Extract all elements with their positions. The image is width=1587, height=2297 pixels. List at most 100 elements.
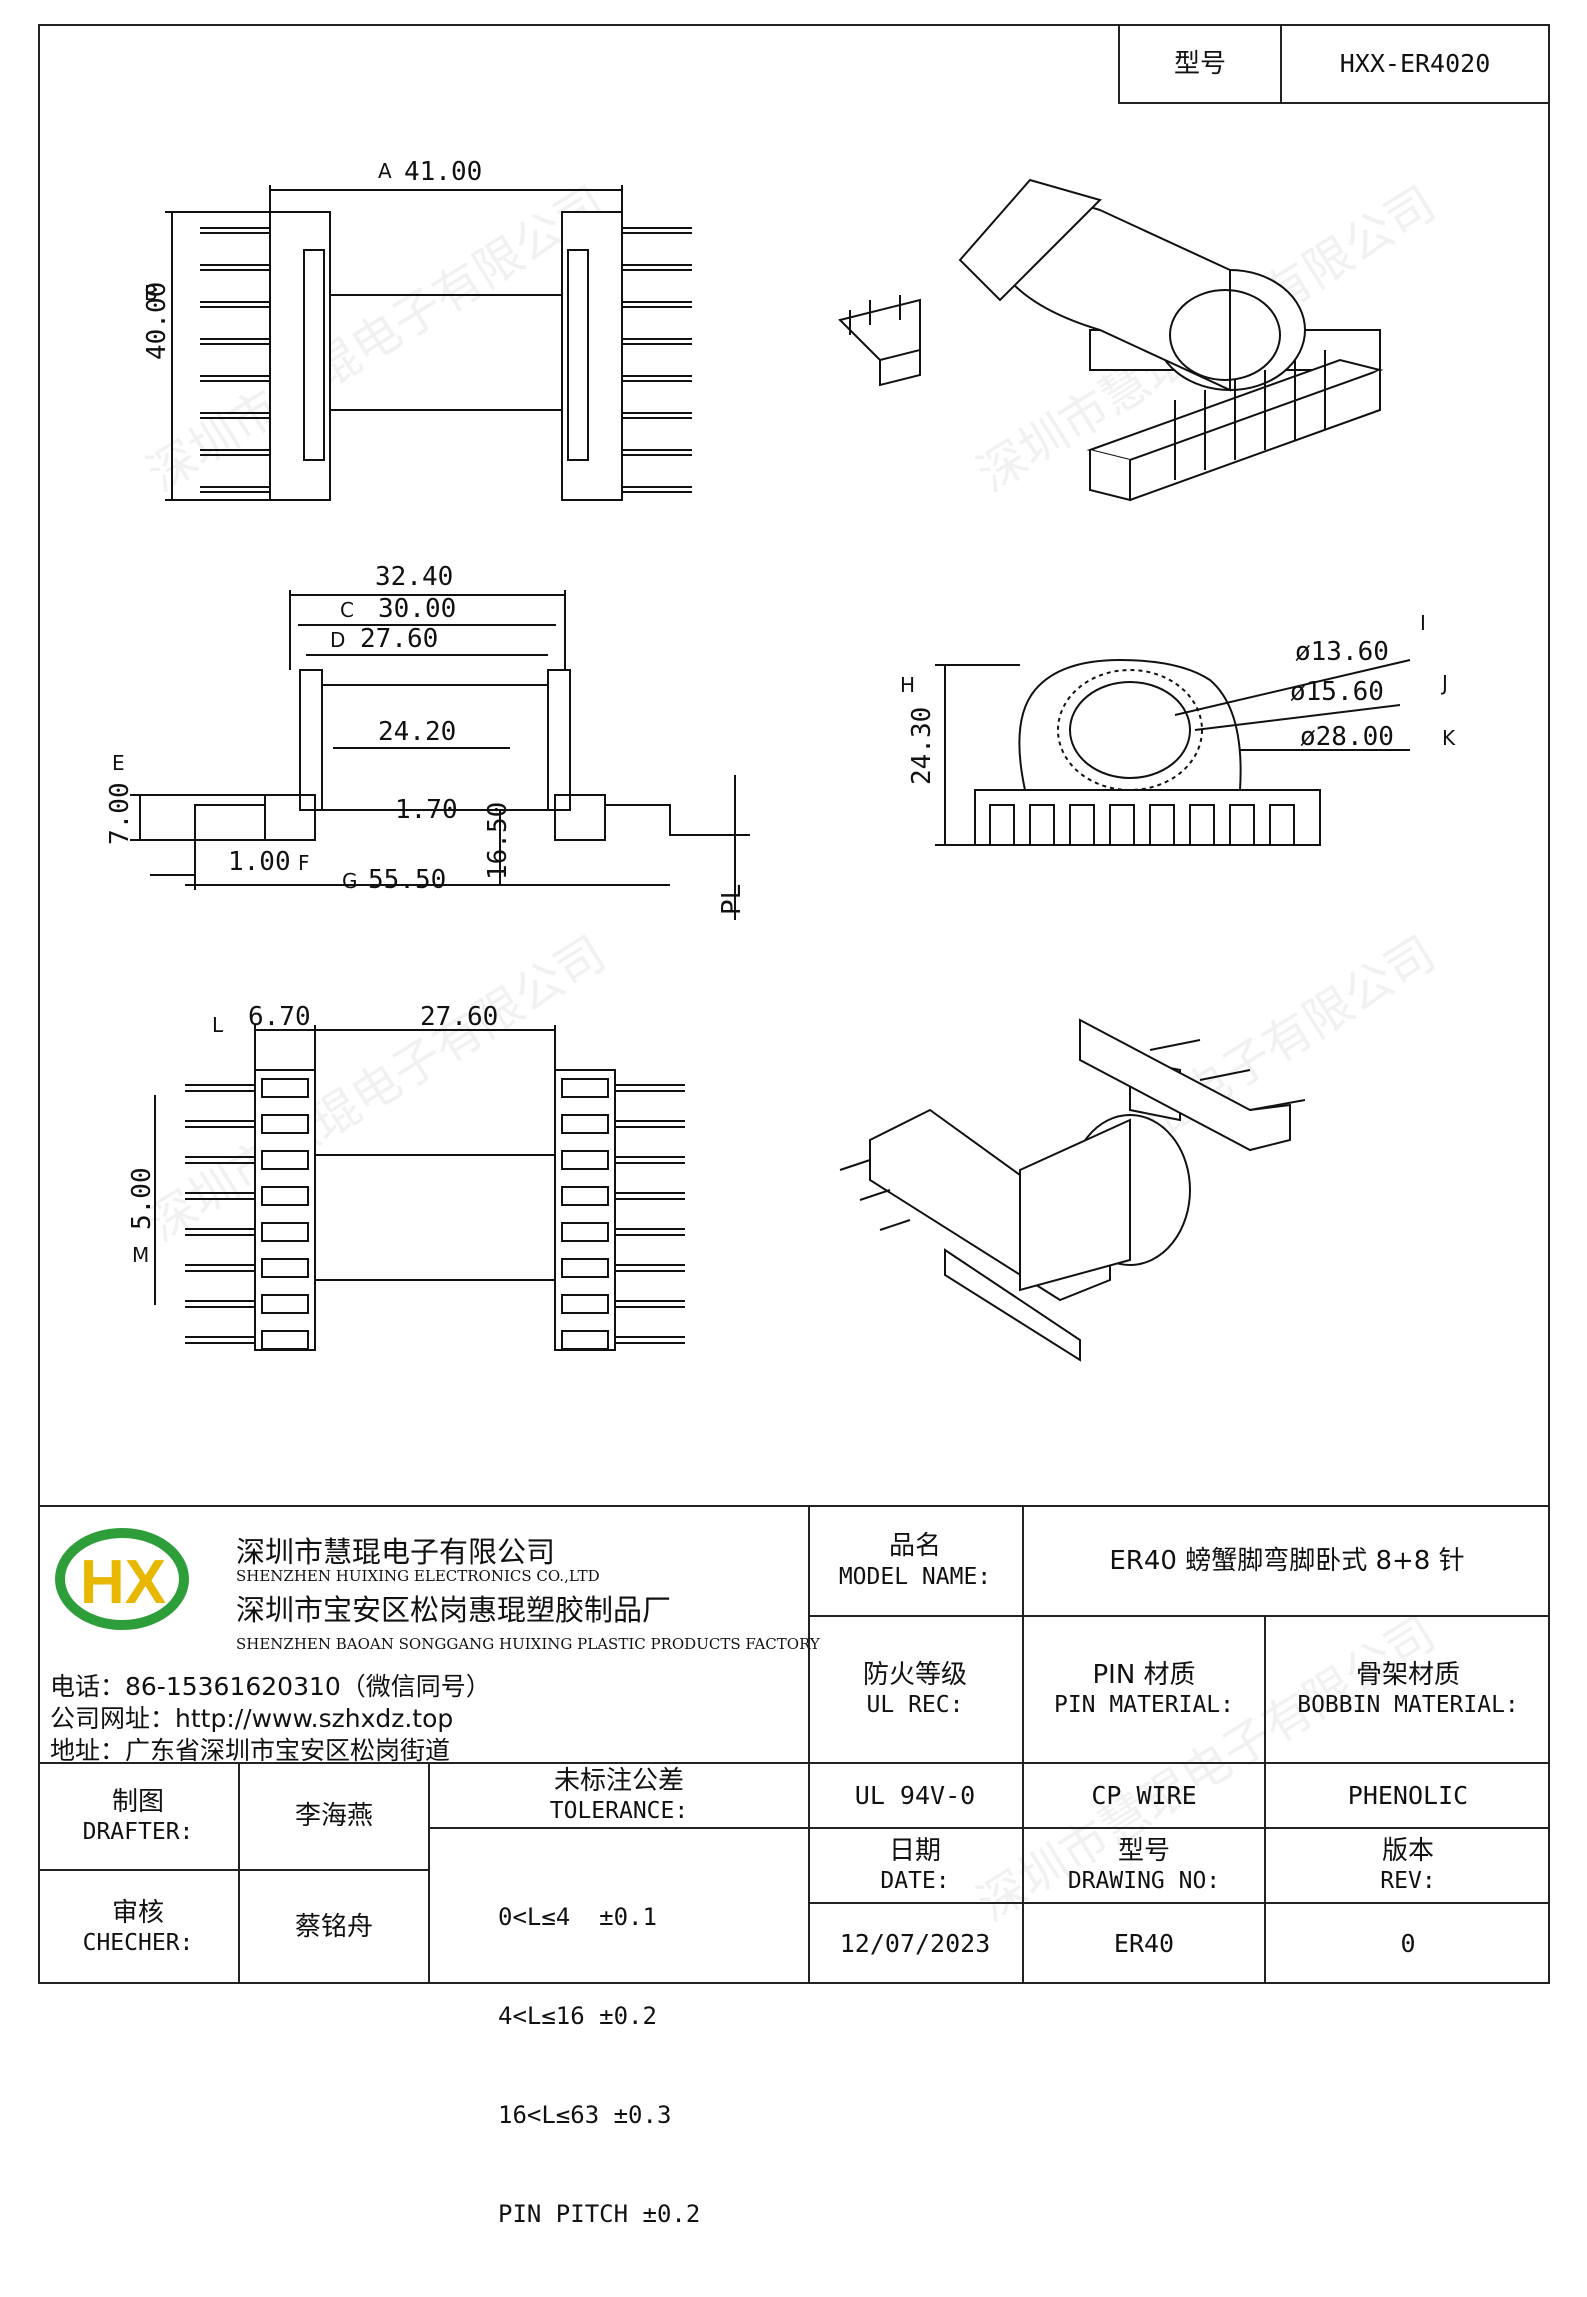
pin-material-label-en: PIN MATERIAL: [1053,1692,1234,1719]
checker-label: 审核 CHECHER: [38,1871,238,1984]
dim-j-value: ø15.60 [1290,677,1384,707]
tolerance-row: 4<L≤16 ±0.2 [498,2002,657,2030]
end-slot [1109,804,1135,846]
dim-i-marker: I [1420,611,1426,635]
pin-slot [561,1330,609,1350]
end-slot [1189,804,1215,846]
rev-label-cn: 版本 [1381,1835,1434,1866]
tolerance-list: 0<L≤4 ±0.1 4<L≤16 ±0.2 16<L≤63 ±0.3 PIN … [498,1835,798,2297]
company-logo: HX [52,1527,192,1637]
dim-m-value: 5.00 [127,1167,157,1230]
company-name-cn: 深圳市慧琨电子有限公司 [236,1537,556,1569]
model-name-value: ER40 螃蟹脚弯脚卧式 8+8 针 [1109,1545,1465,1576]
end-slot [1069,804,1095,846]
model-name-label-en: MODEL NAME: [838,1563,992,1590]
dim-wall-value: 1.70 [395,795,458,825]
tolerance-label-cn: 未标注公差 [553,1765,684,1796]
dim-l-marker: L [212,1013,224,1037]
pin-slot [261,1258,309,1278]
dim-c-value: 30.00 [378,594,456,624]
isometric-view-bottom [839,1018,1306,1362]
factory-name-cn: 深圳市宝安区松岗惠琨塑胶制品厂 [236,1593,672,1627]
bottom-view [154,1025,685,1351]
dim-inner-value: 24.20 [378,717,456,747]
pin-slot [261,1294,309,1314]
pin-slot [261,1114,309,1134]
drafter-label-en: DRAFTER: [82,1819,194,1846]
rev-label-en: REV: [1380,1868,1436,1895]
company-address: 地址：广东省深圳市宝安区松岗街道 [50,1736,451,1765]
date-value: 12/07/2023 [839,1929,991,1959]
company-phone: 电话：86-15361620310（微信同号） [50,1672,491,1701]
checker-label-en: CHECHER: [82,1930,194,1957]
dim-m-marker: M [132,1243,149,1267]
dim-g-marker: G [342,869,358,893]
pin-slot [561,1294,609,1314]
date-label: 日期 DATE: [808,1829,1022,1902]
dim-i-value: ø13.60 [1295,637,1389,667]
end-slot [1149,804,1175,846]
drawing-no-value: ER40 [1113,1929,1175,1959]
drafter-name: 李海燕 [294,1801,373,1832]
model-name-label: 品名 MODEL NAME: [808,1507,1022,1615]
dim-b-value: 40.00 [142,282,172,360]
tolerance-row: 16<L≤63 ±0.3 [498,2101,672,2129]
pin-slot [561,1078,609,1098]
drawing-no-label-en: DRAWING NO: [1067,1868,1221,1895]
pin-material-label-cn: PIN 材质 [1092,1659,1196,1690]
factory-name-en: SHENZHEN BAOAN SONGGANG HUIXING PLASTIC … [236,1635,820,1653]
dim-l-value: 6.70 [248,1002,311,1032]
dim-h-marker: H [900,673,915,697]
dim-c-marker: C [340,598,354,622]
pin-slot [561,1222,609,1242]
rev-label: 版本 REV: [1266,1829,1550,1902]
side-view [130,590,750,920]
pin-slot [561,1258,609,1278]
dim-pinlen-value: 16.50 [483,802,513,880]
bobbin-material-label-en: BOBBIN MATERIAL: [1297,1692,1519,1719]
dim-d-marker: D [330,628,345,652]
drawing-no-label: 型号 DRAWING NO: [1024,1829,1264,1902]
ul-label: 防火等级 UL REC: [808,1617,1022,1762]
dim-g-value: 55.50 [368,865,446,895]
bobbin-material-label-cn: 骨架材质 [1355,1659,1460,1690]
tolerance-row: PIN PITCH ±0.2 [498,2200,701,2228]
dim-d-value: 27.60 [360,624,438,654]
drawing-frame [38,24,1550,1984]
model-name-label-cn: 品名 [888,1531,941,1562]
pin-slot [561,1186,609,1206]
ul-value: UL 94V-0 [854,1780,976,1810]
header-model-value: HXX-ER4020 [1339,49,1491,79]
date-label-cn: 日期 [888,1835,941,1866]
drafter-label: 制图 DRAFTER: [38,1764,238,1869]
dim-f-value: 1.00 [228,847,291,877]
tolerance-label-en: TOLERANCE: [549,1798,689,1825]
dim-e-value: 7.00 [105,782,135,845]
title-block: HX 深圳市慧琨电子有限公司 SHENZHEN HUIXING ELECTRON… [38,1505,1550,2228]
date-label-en: DATE: [880,1868,950,1895]
pin-slot [261,1150,309,1170]
end-slot [1029,804,1055,846]
bobbin-material-label: 骨架材质 BOBBIN MATERIAL: [1266,1617,1550,1762]
dim-span-value: 27.60 [420,1002,498,1032]
pin-slot [561,1114,609,1134]
company-website: 公司网址：http://www.szhxdz.top [50,1704,454,1733]
bobbin-material-value: PHENOLIC [1347,1780,1469,1810]
dim-k-value: ø28.00 [1300,722,1394,752]
dim-h-value: 24.30 [907,707,937,785]
end-slot [1269,804,1295,846]
checker-label-cn: 审核 [111,1897,164,1928]
dim-f-marker: F [298,851,310,875]
technical-drawing: 41.00 A 40.00 B 32.40 C 30.00 D 27.60 24… [105,157,1456,1362]
header-model-box: 型号 HXX-ER4020 [1118,24,1550,104]
logo-text: HX [80,1548,166,1617]
header-model-label: 型号 [1173,48,1226,79]
pin-slot [261,1330,309,1350]
end-slot [1229,804,1255,846]
end-view [935,658,1411,846]
pin-slot [261,1222,309,1242]
drawing-no-label-cn: 型号 [1117,1835,1170,1866]
dim-pl-label: PL [717,884,747,915]
dim-e-marker: E [112,751,125,775]
dim-b-marker: B [144,281,158,305]
